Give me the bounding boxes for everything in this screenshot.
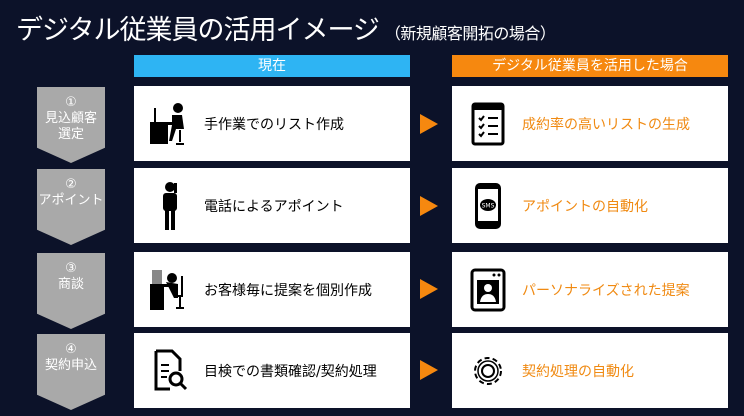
digital-text: 成約率の高いリストの生成 [522,116,690,133]
digital-text: アポイントの自動化 [522,198,648,215]
step-label-2: 選定 [57,127,84,142]
digital-text: パーソナライズされた提案 [522,282,690,299]
current-text: 目検での書類確認/契約処理 [204,363,377,380]
tired-worker-icon [150,265,190,315]
step-label: 見込顧客 [44,111,97,126]
arrow-icon [420,279,438,299]
desk-worker-icon [150,99,190,149]
header-digital: デジタル従業員を活用した場合 [452,55,728,77]
profile-window-icon [468,265,508,315]
gear-icon [468,346,508,396]
current-text: 電話によるアポイント [204,198,344,215]
step-label: アポイント [38,193,104,208]
arrow-icon [420,196,438,216]
digital-box-4: 契約処理の自動化 [452,333,728,408]
checklist-icon [468,99,508,149]
digital-box-1: 成約率の高いリストの生成 [452,86,728,161]
digital-text: 契約処理の自動化 [522,363,634,380]
arrow-icon [420,360,438,380]
step-number: ③ [65,261,77,276]
title-main: デジタル従業員の活用イメージ [16,15,380,46]
current-box-1: 手作業でのリスト作成 [134,86,410,161]
page-title: デジタル従業員の活用イメージ（新規顧客開拓の場合） [16,8,556,47]
digital-box-2: SMS アポイントの自動化 [452,168,728,243]
step-number: ① [65,95,77,110]
sms-label: SMS [482,202,495,209]
current-text: 手作業でのリスト作成 [204,116,344,133]
document-search-icon [150,346,190,396]
arrow-icon [420,114,438,134]
current-text: お客様毎に提案を個別作成 [204,282,372,299]
title-sub: （新規顧客開拓の場合） [384,24,556,43]
step-label: 契約申込 [44,358,97,373]
step-number: ④ [65,342,77,357]
header-current: 現在 [134,55,410,77]
current-box-4: 目検での書類確認/契約処理 [134,333,410,408]
sms-phone-icon: SMS [468,181,508,231]
current-box-2: 電話によるアポイント [134,168,410,243]
step-label: 商談 [57,277,84,292]
digital-box-3: パーソナライズされた提案 [452,252,728,327]
current-box-3: お客様毎に提案を個別作成 [134,252,410,327]
step-number: ② [65,177,77,192]
phone-call-person-icon [150,181,190,231]
